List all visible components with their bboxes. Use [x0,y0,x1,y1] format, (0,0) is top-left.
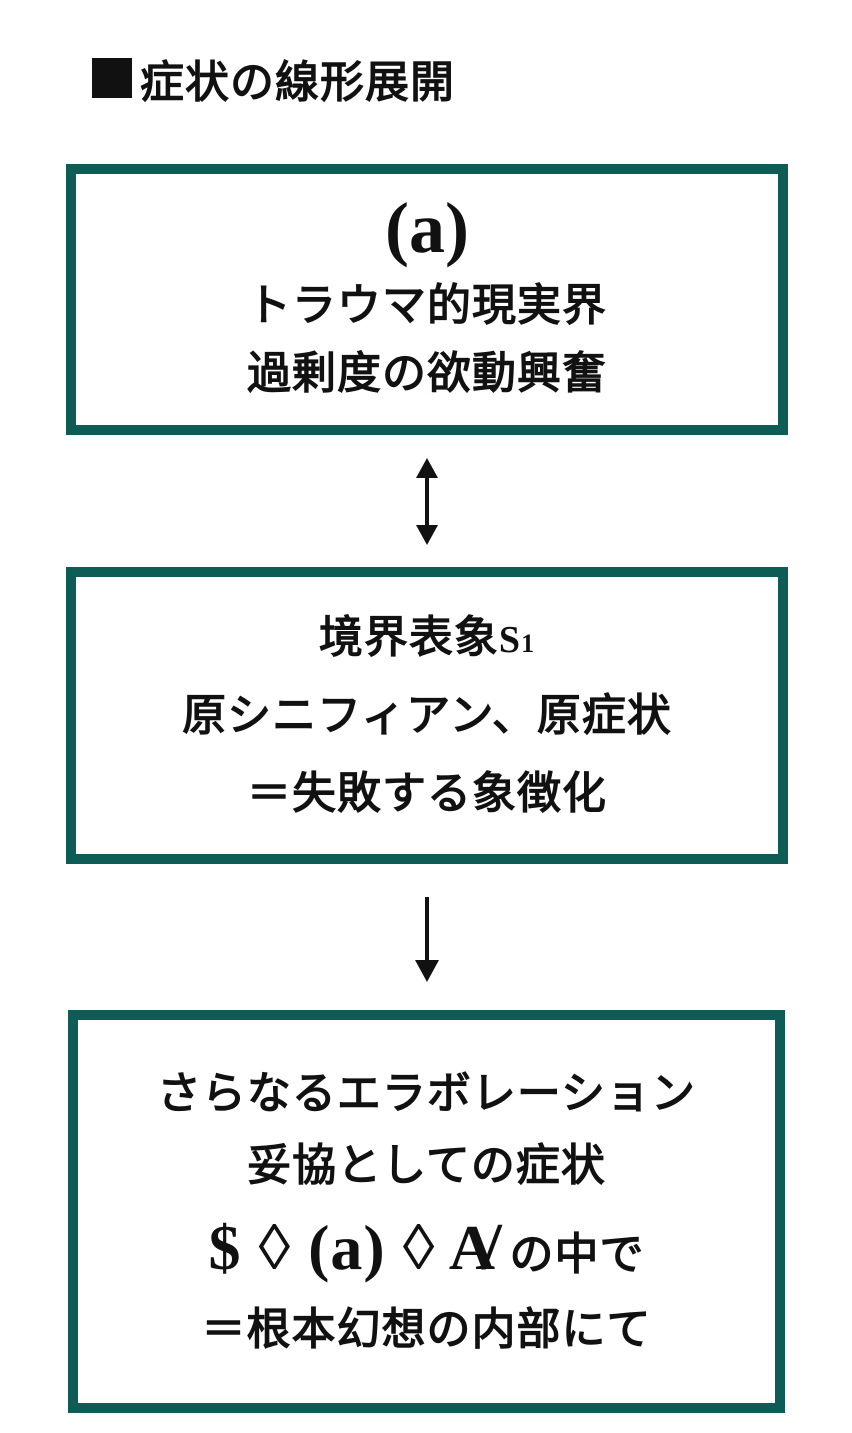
page-title: 症状の線形展開 [92,52,455,108]
box-s1-line-3: ＝失敗する象徴化 [247,767,607,819]
page-title-text: 症状の線形展開 [140,57,455,108]
box-elab-line-2: 妥協としての症状 [247,1139,606,1191]
fantasy-formula-suffix: の中で [509,1228,645,1280]
box-a-line-1: トラウマ的現実界 [247,279,607,331]
box-border-representation: 境界表象S1 原シニフィアン、原症状 ＝失敗する象徴化 [66,567,788,864]
box-a-line-2: 過剰度の欲動興奮 [247,347,607,399]
box-s1-line-2: 原シニフィアン、原症状 [182,689,672,741]
s1-symbol: S1 [499,619,535,661]
object-a-symbol: (a) [385,187,469,268]
box-elab-line-4: ＝根本幻想の内部にて [201,1303,652,1355]
box-real-trauma: (a) トラウマ的現実界 過剰度の欲動興奮 [66,164,788,435]
border-representation-label: 境界表象 [318,611,499,663]
s1-letter: S [498,618,522,661]
fantasy-formula-symbols: $ ◊ (a) ◊ A̸ [208,1211,493,1283]
box-elab-line-1: さらなるエラボレーション [156,1067,697,1119]
box-elaboration: さらなるエラボレーション 妥協としての症状 $ ◊ (a) ◊ A̸ の中で ＝… [68,1010,785,1413]
box-s1-line-1: 境界表象S1 [319,615,535,661]
down-arrow-icon [415,897,439,982]
s1-subscript: 1 [521,628,536,658]
fantasy-formula: $ ◊ (a) ◊ A̸ の中で [208,1215,645,1280]
double-arrow-icon [416,458,438,545]
square-bullet-icon [92,58,132,98]
